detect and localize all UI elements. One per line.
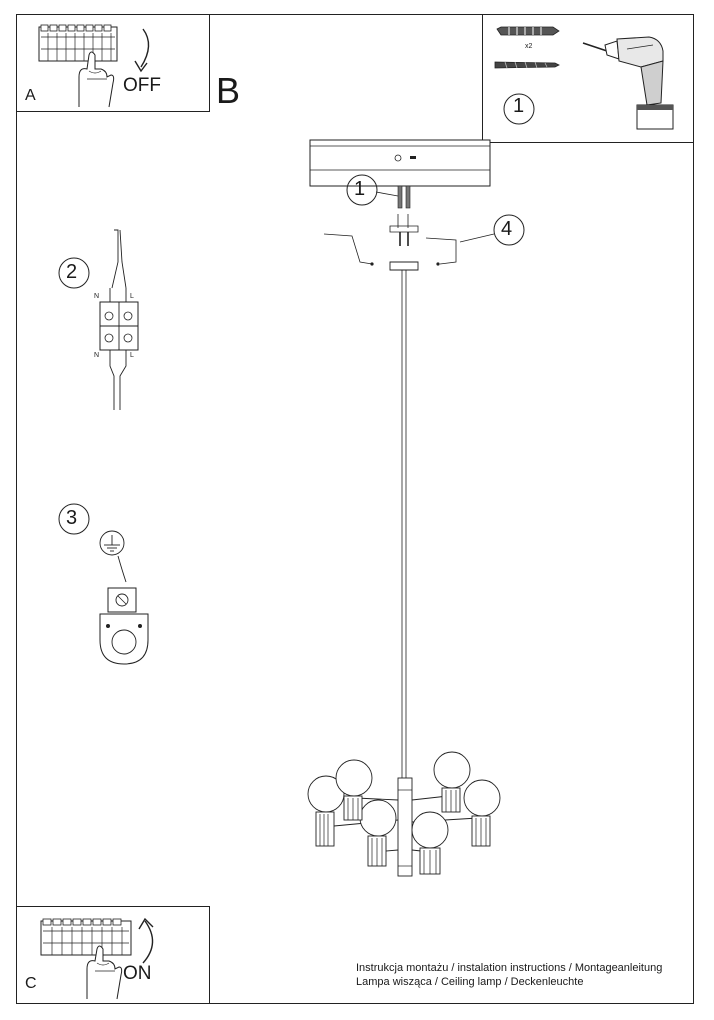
panel-c: C ON: [16, 906, 210, 1004]
terminal-n-bottom: N: [94, 352, 100, 359]
panel-a-letter: A: [25, 87, 36, 104]
step-1-circle: [503, 93, 535, 125]
caption-line-2: Lampa wisząca / Ceiling lamp / Deckenleu…: [356, 976, 584, 988]
tools-panel: x2 1: [482, 14, 694, 143]
wall-plug-icon: [496, 26, 560, 36]
drill-icon: [582, 36, 674, 130]
on-label: ON: [123, 963, 152, 984]
panel-a: A OFF: [16, 14, 210, 112]
breaker-switch-icon: [38, 24, 150, 108]
screw-icon: [494, 61, 560, 69]
panel-b-letter: B: [216, 70, 241, 111]
terminal-l-bottom: L: [130, 352, 134, 359]
breaker-switch-icon: [40, 917, 154, 1000]
step-2-label: 2: [66, 261, 78, 283]
caption-line-1: Instrukcja montażu / instalation instruc…: [356, 962, 663, 974]
step-3-label: 3: [66, 507, 78, 529]
quantity-label: x2: [525, 43, 533, 50]
step-1-label: 1: [354, 178, 366, 200]
off-label: OFF: [123, 75, 161, 96]
instruction-sheet-frame: [16, 14, 694, 1004]
tools-step-number: 1: [513, 95, 525, 117]
terminal-n-top: N: [94, 293, 100, 300]
step-4-label: 4: [501, 218, 513, 240]
panel-c-letter: C: [25, 975, 37, 992]
terminal-l-top: L: [130, 293, 134, 300]
